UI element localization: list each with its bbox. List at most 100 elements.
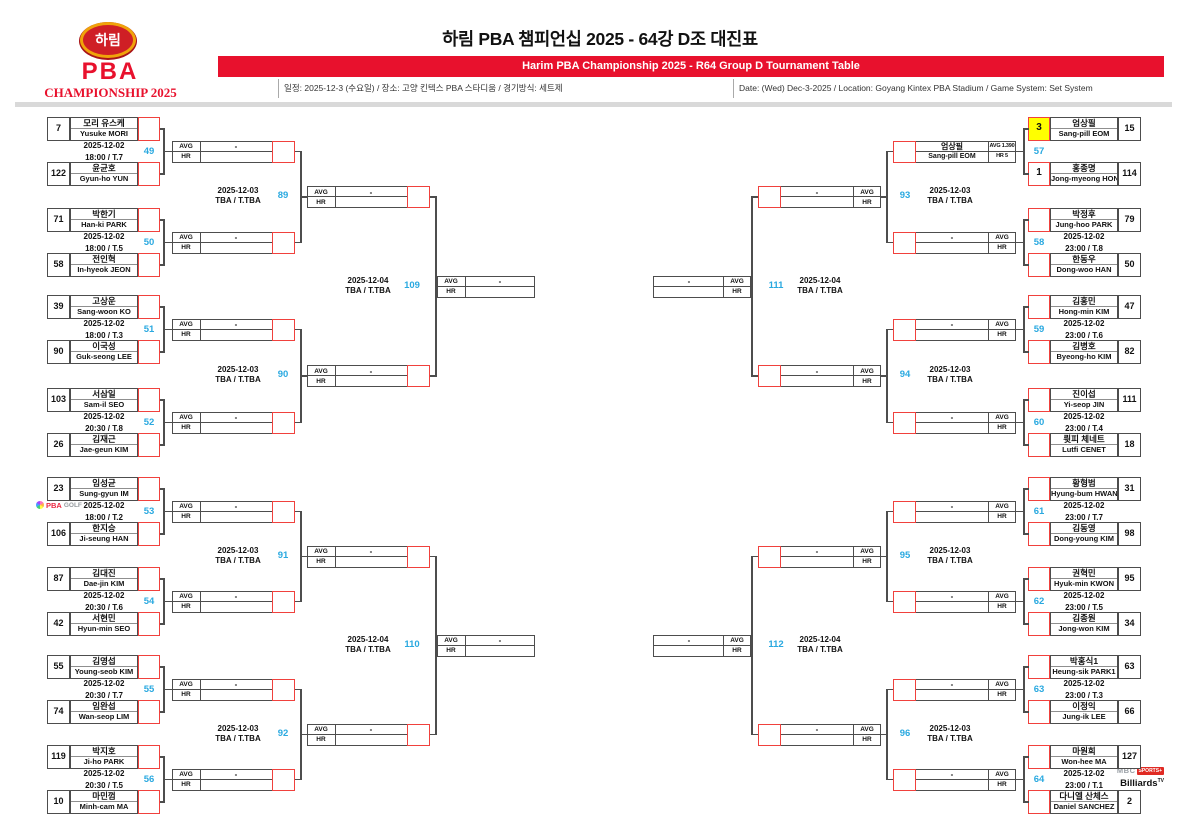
table-grid-line <box>987 231 989 254</box>
winner-score-box <box>758 186 781 208</box>
player-seed: 26 <box>47 433 70 457</box>
bracket-line <box>295 328 302 331</box>
winner-score-box <box>272 590 295 613</box>
table-grid-line <box>172 241 272 243</box>
player-seed: 119 <box>47 745 70 769</box>
hr-value <box>200 152 272 162</box>
player-seed: 15 <box>1118 117 1141 141</box>
avg-label: AVG <box>179 234 193 241</box>
table-grid-line <box>653 644 751 646</box>
table-grid-line <box>464 275 466 298</box>
bracket-line <box>430 196 437 198</box>
player-name-en: Jong-myeong HONG <box>1051 174 1117 183</box>
bracket-line <box>164 688 173 691</box>
match-date: 2025-12-04 <box>799 275 841 285</box>
match-time: TBA / T.TBA <box>215 733 261 743</box>
player-score-box <box>1028 745 1050 769</box>
player-name-en: Wan-seop LIM <box>78 712 130 721</box>
hr-value <box>200 423 272 433</box>
match-number: 52 <box>143 416 155 428</box>
player-seed: 74 <box>47 700 70 724</box>
hr-value <box>200 243 272 253</box>
hr-value <box>653 287 725 297</box>
avg-label: AVG <box>179 143 193 150</box>
hr-value <box>200 330 272 340</box>
table-grid-line <box>307 555 407 557</box>
match-number: 62 <box>1033 595 1045 607</box>
hr-label: HR <box>316 198 326 206</box>
player-seed: 23 <box>47 477 70 501</box>
player-name-ko: 륏피 체네트 <box>1051 434 1117 445</box>
player-name-en: Han-ki PARK <box>81 220 127 229</box>
table-grid-line <box>781 196 881 198</box>
table-grid-line <box>307 375 407 377</box>
bracket-line <box>164 328 173 331</box>
match-time: 23:00 / T.5 <box>1065 602 1103 612</box>
bracket-line <box>301 375 308 377</box>
bracket-line <box>1016 421 1025 424</box>
match-number: 95 <box>899 549 911 561</box>
bracket-line <box>1016 241 1025 244</box>
match-number: 112 <box>768 638 784 650</box>
bracket-line <box>1024 219 1029 221</box>
avg-label: AVG <box>995 681 1009 688</box>
bracket-line <box>160 711 165 713</box>
match-date: 2025-12-02 <box>1063 768 1105 778</box>
player-score-box <box>138 477 160 501</box>
table-grid-line <box>781 375 881 377</box>
bracket-line <box>430 375 437 377</box>
bracket-line <box>1024 351 1029 353</box>
match-time: 20:30 / T.8 <box>85 423 123 433</box>
avg-label: AVG <box>995 414 1009 421</box>
winner-score-box <box>893 140 916 163</box>
table-grid-line <box>172 421 272 423</box>
player-score-box <box>138 117 160 141</box>
hr-value <box>781 198 853 208</box>
hr-value <box>781 377 853 387</box>
winner-score-box <box>893 590 916 613</box>
bracket-line <box>295 778 302 781</box>
table-grid-line <box>437 644 535 646</box>
match-number: 58 <box>1033 236 1045 248</box>
player-name-ko: 김동영 <box>1051 523 1117 534</box>
match-time: 18:00 / T.7 <box>85 152 123 162</box>
player-score-box <box>138 790 160 814</box>
match-number: 93 <box>899 190 911 201</box>
bracket-line <box>1024 399 1029 401</box>
bracket-line <box>160 756 165 758</box>
hr-value <box>916 512 988 522</box>
bracket-line <box>160 399 165 401</box>
bracket-line <box>1024 488 1029 490</box>
table-grid-line <box>199 411 201 434</box>
player-name-ko: 윤균호 <box>71 163 137 174</box>
winner-score-box <box>272 678 295 701</box>
player-score-box <box>1028 655 1050 679</box>
avg-value: - <box>950 592 954 601</box>
match-date: 2025-12-02 <box>83 411 125 421</box>
avg-label: AVG <box>860 726 874 733</box>
hr-label: HR <box>316 558 326 565</box>
player-name-en: In-hyeok JEON <box>77 265 131 274</box>
bracket-line <box>164 510 173 513</box>
table-grid-line <box>722 634 724 657</box>
hr-label: HR <box>997 691 1007 698</box>
bracket-line <box>881 733 888 736</box>
match-number: 61 <box>1033 505 1045 517</box>
match-number: 94 <box>899 369 911 380</box>
bracket-line <box>1024 533 1029 535</box>
hr-value <box>200 512 272 522</box>
player-seed: 2 <box>1118 790 1141 814</box>
player-seed: 87 <box>47 567 70 591</box>
bracket-line <box>301 733 308 736</box>
player-name-ko: 서삼일 <box>71 389 137 400</box>
winner-score-box <box>272 500 295 523</box>
player-name-ko: 김종원 <box>1051 613 1117 624</box>
avg-value: - <box>815 725 819 734</box>
hr-value <box>916 602 988 612</box>
match-time: 23:00 / T.1 <box>1065 780 1103 790</box>
table-grid-line <box>916 241 1016 243</box>
